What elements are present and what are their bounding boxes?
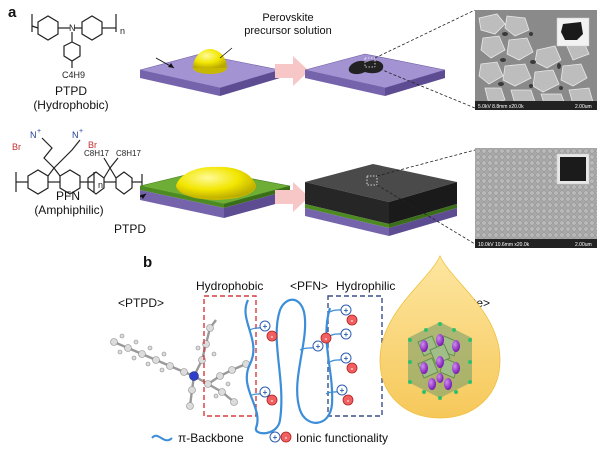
hydrophobic-label: Hydrophobic — [196, 279, 264, 293]
fluorene-unit: C8H17 C8H17 — [84, 149, 143, 195]
svg-text:+: + — [316, 342, 321, 351]
ptpd-name: PTPD — [54, 84, 87, 98]
sem-pfn-caption-right: 2.00um — [575, 242, 592, 248]
legend-backbone-label: π-Backbone — [178, 431, 244, 445]
pfn-counterion-left: Br — [12, 142, 21, 152]
pfn-bracket-label: <PFN> — [290, 279, 329, 293]
ptpd-substrate-with-film — [305, 10, 476, 109]
panel-b-letter: b — [143, 254, 153, 271]
pfn-property: (Amphiphilic) — [34, 203, 104, 217]
svg-text:N: N — [69, 23, 76, 33]
ptpd-structure: N n C4H9 — [31, 14, 125, 80]
ptpd-n-index: n — [120, 26, 125, 36]
svg-text:+: + — [79, 128, 83, 135]
perovskite-bracket-label: <Perovskite> — [420, 296, 491, 310]
pfn-ammonium-left: N — [30, 130, 37, 140]
sem-image-ptpd: 5.0kV 8.8mm x20.0k 2.00um — [475, 10, 597, 110]
svg-text:+: + — [263, 388, 268, 397]
sem-ptpd-caption-right: 2.00um — [575, 104, 592, 110]
svg-text:+: + — [340, 386, 345, 395]
legend-backbone-icon — [151, 434, 173, 442]
process-arrow-2 — [275, 182, 309, 212]
svg-text:+: + — [37, 128, 41, 135]
legend-cation-icon — [269, 431, 281, 443]
pfn-alkyl-right: C8H17 — [116, 149, 141, 158]
ptpd-property: (Hydrophobic) — [33, 98, 109, 112]
droplet-label-line2: precursor solution — [244, 25, 332, 37]
pi-backbone-curve — [244, 298, 334, 435]
pfn-structure: N + Br N + Br n — [12, 128, 103, 195]
svg-text:-: - — [285, 433, 288, 442]
svg-text:-: - — [271, 332, 274, 341]
ptpd-bracket-label: <PTPD> — [118, 296, 165, 310]
pfn-ammonium-right: N — [72, 130, 79, 140]
underlayer-label: PTPD — [113, 222, 146, 236]
svg-text:+: + — [273, 433, 278, 442]
pfn-name: PFN — [56, 189, 80, 203]
svg-text:+: + — [263, 322, 268, 331]
svg-text:-: - — [271, 396, 274, 405]
svg-text:-: - — [347, 396, 350, 405]
sem-ptpd-caption-left: 5.0kV 8.8mm x20.0k — [478, 104, 524, 110]
sem-image-pfn: 10.0kV 10.6mm x20.0k 2.00um — [475, 148, 597, 248]
svg-text:+: + — [344, 354, 349, 363]
svg-text:+: + — [344, 306, 349, 315]
ptpd-substrate-with-droplet — [140, 47, 281, 96]
hydrophilic-label: Hydrophilic — [336, 279, 396, 293]
pfn-counterion-right: Br — [88, 140, 97, 150]
perovskite-drop — [379, 255, 501, 419]
pfn-substrate-with-droplet — [140, 166, 291, 218]
ptpd-substituent: C4H9 — [62, 70, 85, 80]
perovskite-lattice — [408, 322, 472, 400]
droplet-label-line1: Perovskite — [262, 12, 314, 24]
pfn-n-index: n — [98, 180, 103, 190]
process-arrow-1 — [275, 56, 309, 86]
legend-anion-icon — [280, 431, 292, 443]
svg-text:-: - — [351, 364, 354, 373]
panel-a-letter: a — [8, 4, 17, 21]
ptpd-molecular-model — [110, 319, 250, 410]
svg-text:-: - — [325, 334, 328, 343]
pfn-substrate-with-film — [305, 149, 476, 245]
legend-ionic-label: Ionic functionality — [296, 431, 389, 445]
pfn-alkyl-left: C8H17 — [84, 149, 109, 158]
svg-text:+: + — [344, 330, 349, 339]
sem-pfn-caption-left: 10.0kV 10.6mm x20.0k — [478, 242, 530, 248]
svg-text:-: - — [351, 316, 354, 325]
hydrophilic-region-box — [327, 295, 383, 417]
